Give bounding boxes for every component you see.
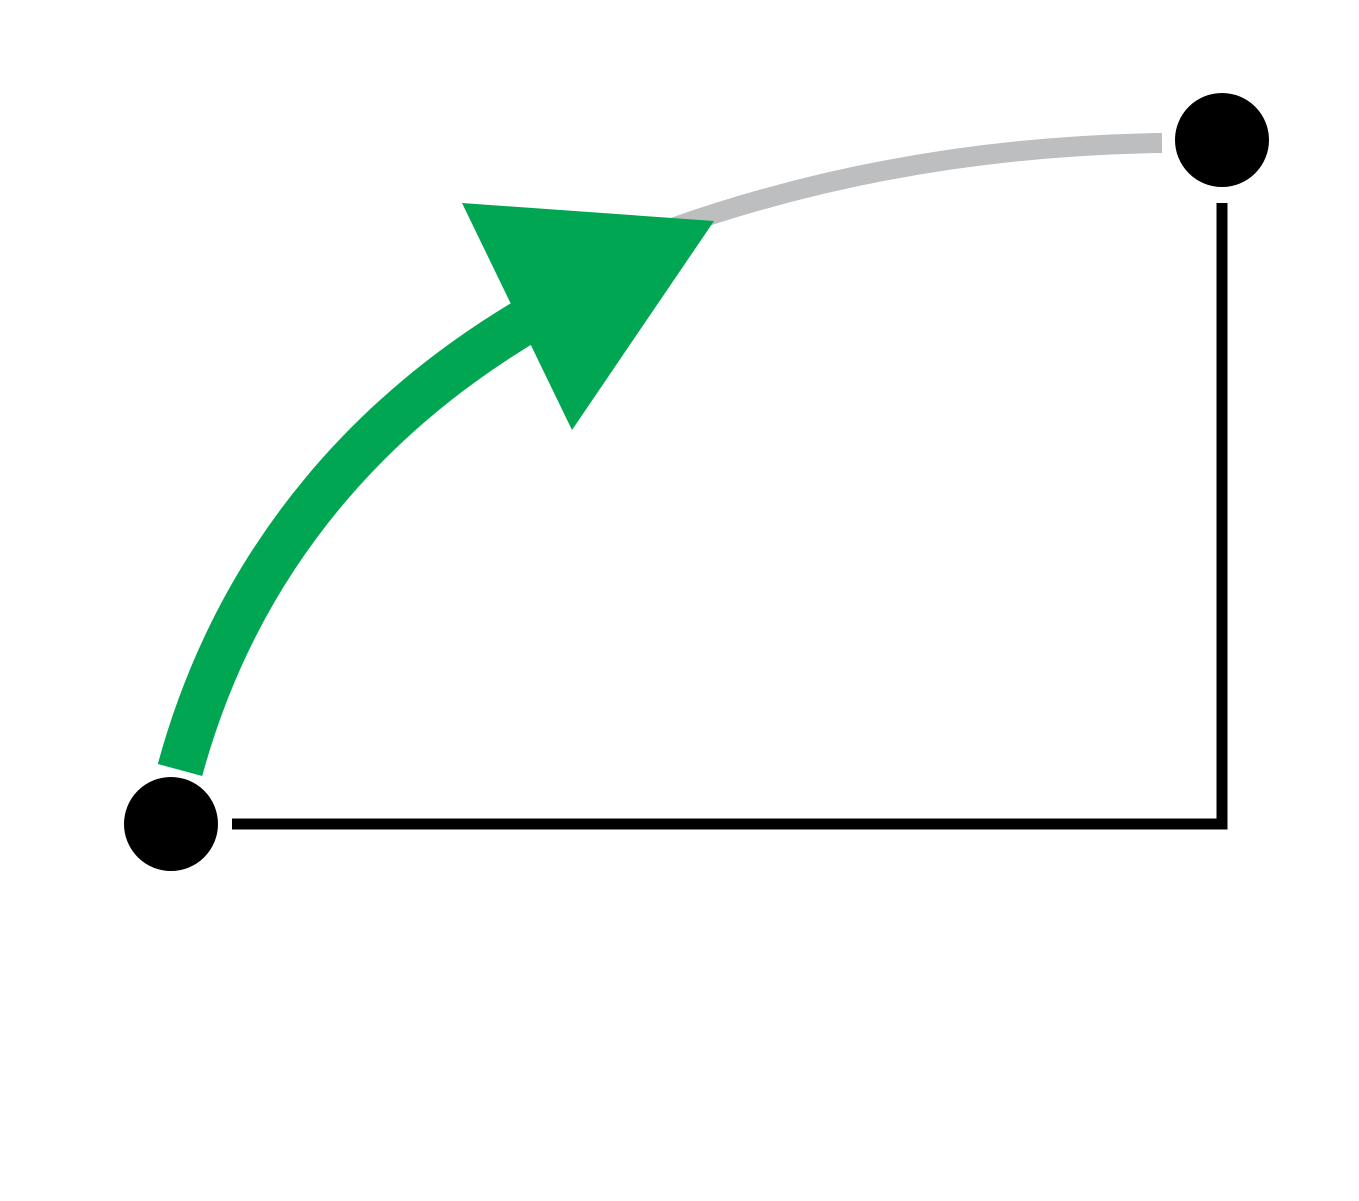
remaining-arc: [668, 133, 1163, 238]
end-point: [1169, 87, 1275, 193]
progress-arc-outline: [152, 289, 552, 778]
start-point: [118, 771, 224, 877]
right-angle-legs: [232, 203, 1228, 830]
progress-arc: [157, 294, 550, 777]
arrow-head-icon: [462, 203, 714, 430]
